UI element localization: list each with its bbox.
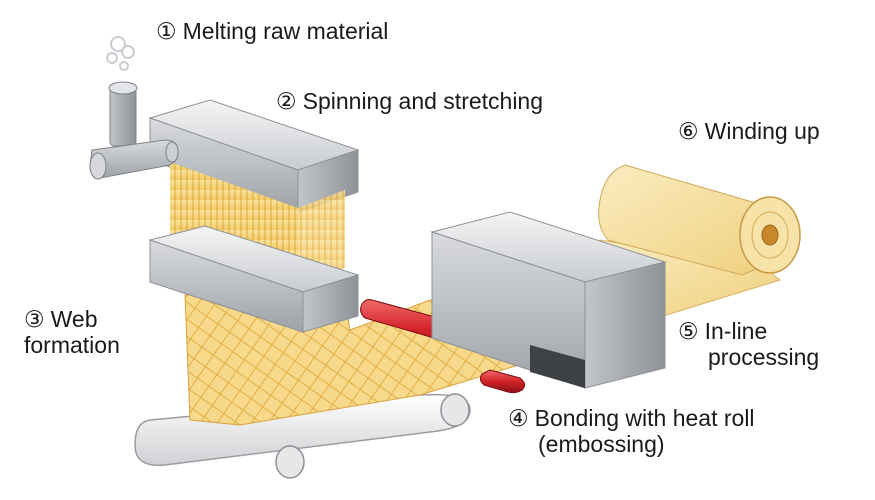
step-5-number: ⑤: [678, 318, 699, 344]
step-4-number: ④: [508, 405, 529, 431]
winding-roll: [598, 164, 801, 276]
melt-vapor: [106, 36, 135, 71]
spinneret-block: [148, 99, 360, 213]
step-3-line2: formation: [24, 332, 120, 358]
step-3-number: ③: [24, 306, 45, 332]
step-4-line1: Bonding with heat roll: [534, 405, 755, 431]
stretching-block: [148, 225, 360, 333]
step-2-text: Spinning and stretching: [302, 88, 544, 114]
inline-processing-box: [430, 211, 667, 389]
step-5-line1: In-line: [704, 318, 768, 344]
step-1-number: ①: [156, 18, 177, 44]
step-1-text: Melting raw material: [182, 18, 389, 44]
step-3-line1: Web: [50, 306, 98, 332]
step-2-number: ②: [276, 88, 297, 114]
step-4-line2: (embossing): [538, 431, 665, 457]
step-5-line2: processing: [708, 344, 820, 370]
conveyor-belt: [134, 393, 471, 479]
step-6-number: ⑥: [678, 118, 699, 144]
extruder: [89, 81, 179, 180]
step-6-text: Winding up: [704, 118, 820, 144]
